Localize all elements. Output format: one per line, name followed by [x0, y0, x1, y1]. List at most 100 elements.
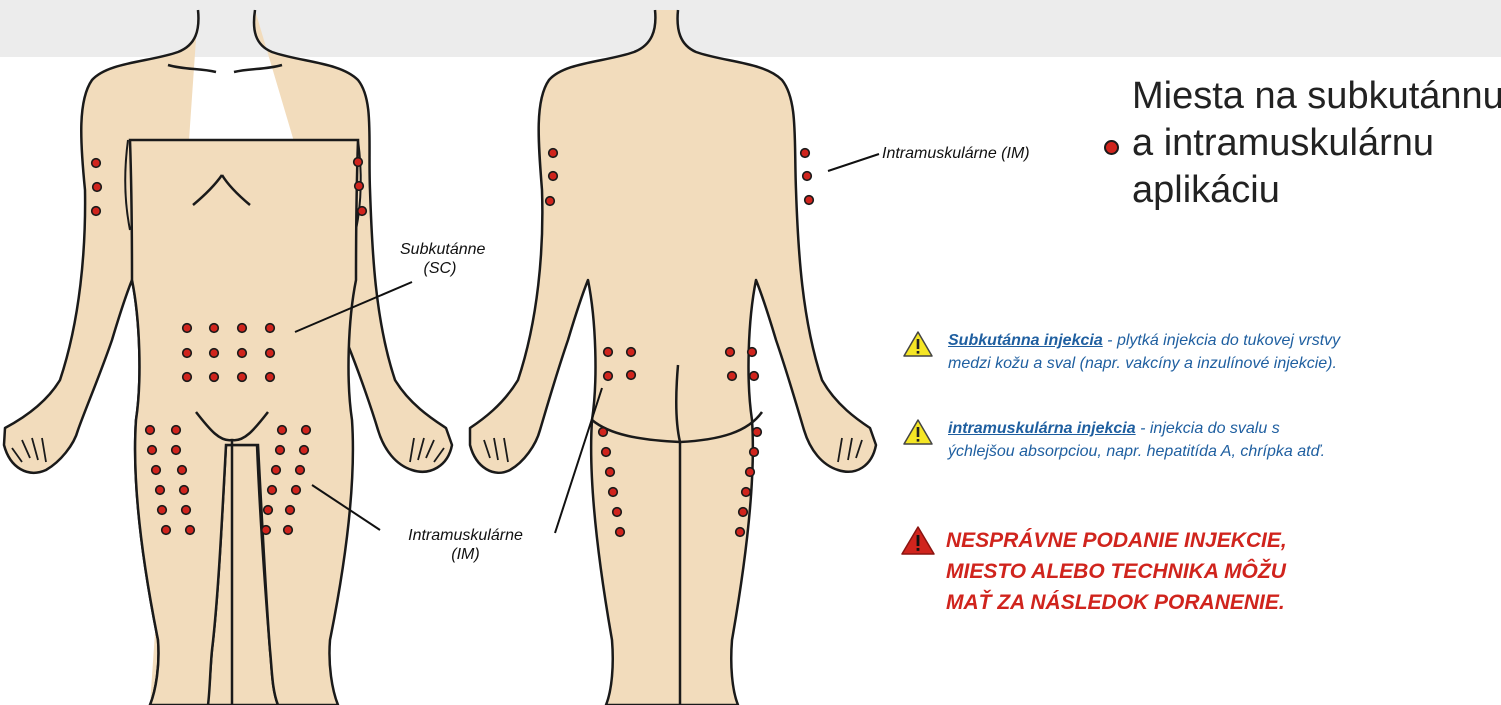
back-thigh-right-site-dot [736, 528, 745, 537]
sc-note-text2: medzi kožu a sval (napr. vakcíny a inzul… [948, 352, 1458, 375]
sc-note: Subkutánna injekcia - plytká injekcia do… [948, 329, 1458, 375]
sc-label-line1: Subkutánne [400, 240, 480, 259]
back-thigh-right-site-dot [753, 428, 762, 437]
front-abdomen-site-dot [266, 324, 275, 333]
warning-line3: MAŤ ZA NÁSLEDOK PORANENIE. [946, 587, 1366, 618]
im-note-text1: - injekcia do svalu s [1136, 420, 1280, 437]
front-thigh-left-site-dot [172, 446, 181, 455]
front-thigh-left-site-dot [182, 506, 191, 515]
front-thigh-right-site-dot [296, 466, 305, 475]
back-thigh-left-site-dot [606, 468, 615, 477]
back-buttock-right-site-dot [750, 372, 759, 381]
front-arm-right-site-dot [354, 158, 363, 167]
back-body-silhouette [470, 10, 876, 705]
title: Miesta na subkutánnu a intramuskulárnu a… [1104, 73, 1499, 214]
front-thigh-right-site-dot [292, 486, 301, 495]
front-abdomen-site-dot [183, 349, 192, 358]
back-arm-left-site-dot [549, 149, 558, 158]
sc-label: Subkutánne (SC) [400, 240, 480, 278]
front-thigh-right-site-dot [262, 526, 271, 535]
front-abdomen-site-dot [238, 373, 247, 382]
front-abdomen-site-dot [266, 373, 275, 382]
warning-line1: NESPRÁVNE PODANIE INJEKCIE, [946, 525, 1366, 556]
warning-text: NESPRÁVNE PODANIE INJEKCIE, MIESTO ALEBO… [946, 525, 1366, 618]
front-thigh-left-site-dot [156, 486, 165, 495]
front-thigh-left-site-dot [178, 466, 187, 475]
title-line2: a intramuskulárnu [1104, 120, 1499, 167]
back-buttock-left-site-dot [604, 372, 613, 381]
bullet-dot-icon [1104, 140, 1119, 155]
front-abdomen-site-dot [183, 373, 192, 382]
front-thigh-right-site-dot [278, 426, 287, 435]
im-note-term: intramuskulárna injekcia [948, 420, 1136, 437]
front-thigh-right-site-dot [300, 446, 309, 455]
caution-icon-sc [902, 330, 934, 358]
back-thigh-left-site-dot [613, 508, 622, 517]
warning-line2: MIESTO ALEBO TECHNIKA MÔŽU [946, 556, 1366, 587]
back-arm-left-site-dot [549, 172, 558, 181]
front-arm-right-site-dot [355, 182, 364, 191]
front-abdomen-site-dot [183, 324, 192, 333]
im-front-label-line2: (IM) [388, 545, 543, 564]
front-thigh-left-site-dot [158, 506, 167, 515]
front-abdomen-site-dot [210, 373, 219, 382]
back-buttock-left-site-dot [627, 371, 636, 380]
front-thigh-right-site-dot [272, 466, 281, 475]
front-thigh-left-site-dot [172, 426, 181, 435]
front-thigh-right-site-dot [268, 486, 277, 495]
caution-icon-im [902, 418, 934, 446]
back-buttock-right-site-dot [726, 348, 735, 357]
im-note-line1: intramuskulárna injekcia - injekcia do s… [948, 417, 1458, 440]
front-abdomen-site-dot [238, 324, 247, 333]
front-thigh-left-site-dot [152, 466, 161, 475]
front-thigh-right-site-dot [264, 506, 273, 515]
im-note: intramuskulárna injekcia - injekcia do s… [948, 417, 1458, 463]
front-abdomen-site-dot [238, 349, 247, 358]
front-thigh-right-site-dot [276, 446, 285, 455]
front-arm-right-site-dot [358, 207, 367, 216]
sc-label-line2: (SC) [400, 259, 480, 278]
back-buttock-right-site-dot [748, 348, 757, 357]
front-thigh-right-site-dot [286, 506, 295, 515]
front-abdomen-site-dot [266, 349, 275, 358]
front-arm-left-site-dot [92, 159, 101, 168]
back-thigh-right-site-dot [742, 488, 751, 497]
front-thigh-left-site-dot [162, 526, 171, 535]
back-thigh-left-site-dot [599, 428, 608, 437]
sc-note-text1: - plytká injekcia do tukovej vrstvy [1103, 332, 1340, 349]
im-note-text2: ýchlejšou absorpciou, napr. hepatitída A… [948, 440, 1458, 463]
back-arm-right-site-dot [805, 196, 814, 205]
im-arm-leader-line [828, 154, 879, 171]
im-arm-label: Intramuskulárne (IM) [882, 144, 1072, 163]
back-body [470, 10, 876, 705]
sc-note-term: Subkutánna injekcia [948, 332, 1103, 349]
back-buttock-left-site-dot [604, 348, 613, 357]
front-thigh-right-site-dot [302, 426, 311, 435]
front-thigh-left-site-dot [146, 426, 155, 435]
front-arm-left-site-dot [93, 183, 102, 192]
back-arm-right-site-dot [803, 172, 812, 181]
im-front-label: Intramuskulárne (IM) [388, 526, 543, 564]
front-thigh-right-site-dot [284, 526, 293, 535]
front-abdomen-site-dot [210, 349, 219, 358]
front-abdomen-site-dot [210, 324, 219, 333]
title-line1: Miesta na subkutánnu [1104, 73, 1499, 120]
back-thigh-left-site-dot [602, 448, 611, 457]
sc-note-line1: Subkutánna injekcia - plytká injekcia do… [948, 329, 1458, 352]
danger-icon [900, 525, 936, 556]
back-thigh-right-site-dot [739, 508, 748, 517]
back-thigh-right-site-dot [750, 448, 759, 457]
back-buttock-left-site-dot [627, 348, 636, 357]
back-buttock-right-site-dot [728, 372, 737, 381]
front-thigh-left-site-dot [180, 486, 189, 495]
im-front-label-line1: Intramuskulárne [388, 526, 543, 545]
back-arm-left-site-dot [546, 197, 555, 206]
title-line3: aplikáciu [1104, 167, 1499, 214]
front-arm-left-site-dot [92, 207, 101, 216]
back-thigh-left-site-dot [616, 528, 625, 537]
front-body [4, 10, 452, 705]
back-arm-right-site-dot [801, 149, 810, 158]
front-thigh-left-site-dot [148, 446, 157, 455]
front-thigh-left-site-dot [186, 526, 195, 535]
back-thigh-right-site-dot [746, 468, 755, 477]
